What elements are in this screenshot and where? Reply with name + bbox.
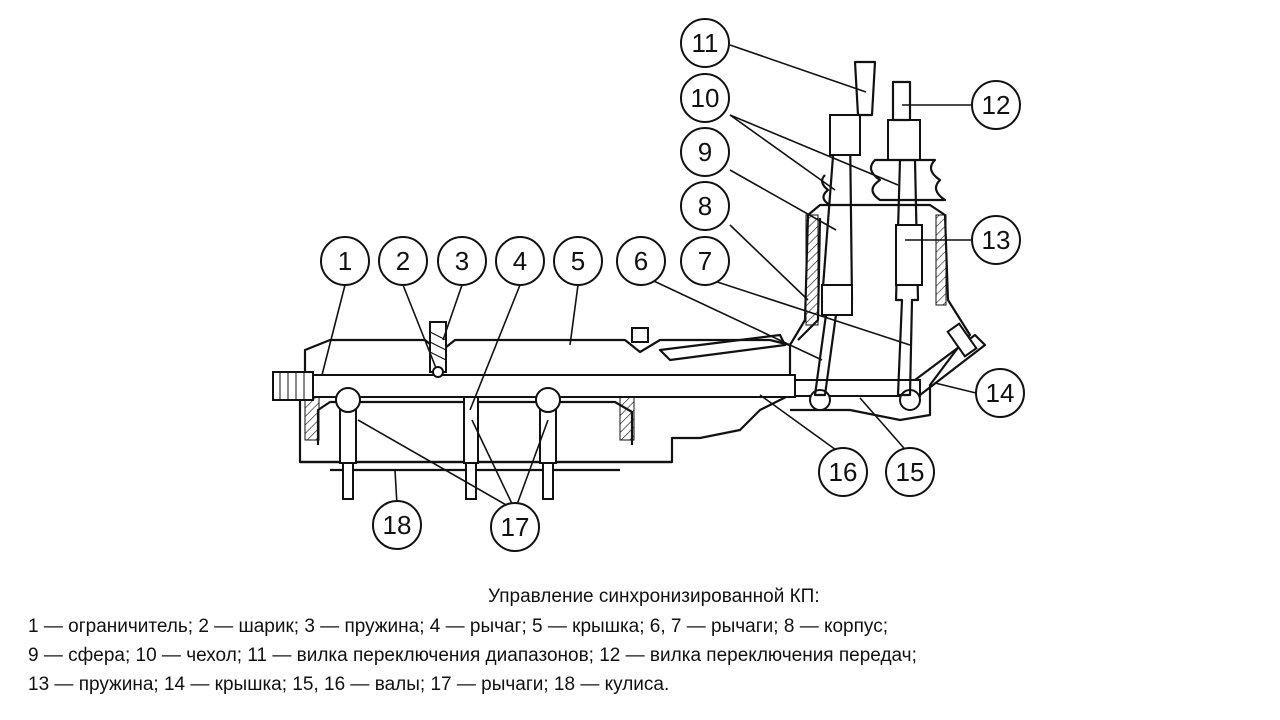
boot (869, 158, 947, 202)
caption-line-2: 9 — сфера; 10 — чехол; 11 — вилка перекл… (28, 645, 917, 666)
callout-4: 4 (495, 236, 545, 286)
svg-text:18: 18 (383, 510, 412, 540)
callout-8: 8 (680, 181, 730, 231)
svg-text:10: 10 (691, 83, 720, 113)
svg-text:9: 9 (698, 137, 712, 167)
limiter-bolt (272, 371, 314, 401)
callout-17: 17 (490, 502, 540, 552)
caption-line-3: 13 — пружина; 14 — крышка; 15, 16 — валы… (28, 674, 670, 695)
gearbox-control-diagram: 1 2 3 4 5 6 7 8 9 10 11 12 13 14 15 16 1… (272, 18, 1025, 552)
mechanism-drawing (272, 60, 987, 500)
callout-5: 5 (553, 236, 603, 286)
callout-2: 2 (378, 236, 428, 286)
callout-18: 18 (372, 500, 422, 550)
callout-3: 3 (437, 236, 487, 286)
svg-text:3: 3 (455, 246, 469, 276)
svg-text:11: 11 (692, 28, 719, 58)
callout-14: 14 (975, 368, 1025, 418)
lever-housing (789, 203, 972, 422)
callout-13: 13 (971, 215, 1021, 265)
svg-text:2: 2 (396, 246, 410, 276)
detent-ball (432, 366, 444, 378)
svg-text:5: 5 (571, 246, 585, 276)
svg-text:14: 14 (986, 378, 1015, 408)
detent-spring (429, 321, 447, 373)
callout-9: 9 (680, 127, 730, 177)
callout-15: 15 (885, 447, 935, 497)
callout-16: 16 (818, 447, 868, 497)
gear-fork-rod (891, 80, 912, 122)
svg-text:16: 16 (829, 457, 858, 487)
caption-title: Управление синхронизированной КП: (488, 586, 820, 607)
diagram-caption: Управление синхронизированной КП: 1 — ог… (0, 584, 1280, 714)
range-fork-rod (853, 60, 877, 117)
callout-1: 1 (320, 236, 370, 286)
callout-7: 7 (680, 236, 730, 286)
shift-levers (335, 387, 561, 500)
svg-text:13: 13 (982, 225, 1011, 255)
svg-text:15: 15 (896, 457, 925, 487)
lever-7 (894, 158, 920, 397)
svg-text:4: 4 (513, 246, 527, 276)
leader-lines (321, 44, 977, 511)
callout-12: 12 (971, 80, 1021, 130)
caption-line-1: 1 — ограничитель; 2 — шарик; 3 — пружина… (28, 616, 888, 637)
svg-text:8: 8 (698, 191, 712, 221)
svg-text:1: 1 (338, 246, 352, 276)
svg-text:7: 7 (698, 246, 712, 276)
svg-text:17: 17 (501, 512, 530, 542)
gearbox-cover (298, 338, 792, 464)
end-cover (914, 333, 987, 396)
svg-text:6: 6 (634, 246, 648, 276)
svg-text:12: 12 (982, 90, 1011, 120)
callout-10: 10 (680, 73, 730, 123)
lever-6 (813, 128, 854, 397)
callout-11: 11 (680, 18, 730, 68)
callout-6: 6 (616, 236, 666, 286)
